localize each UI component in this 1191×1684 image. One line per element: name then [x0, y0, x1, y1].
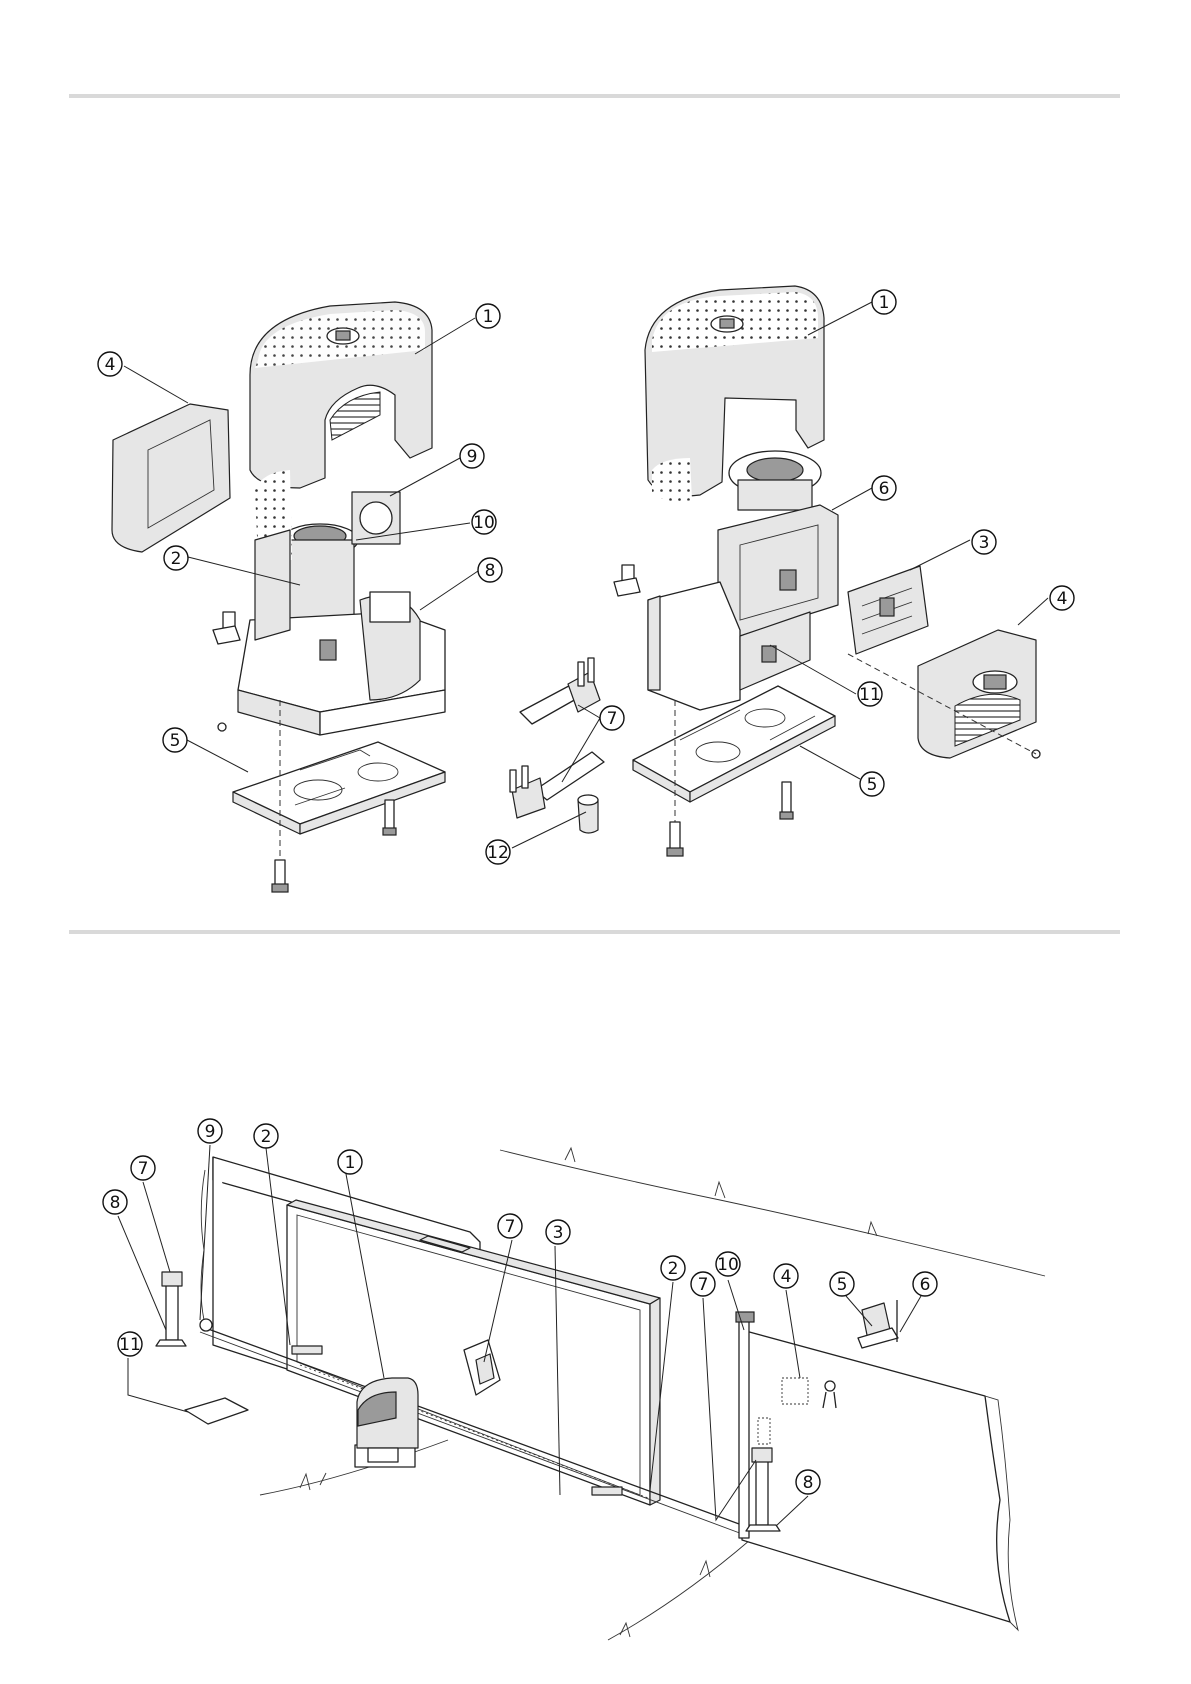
- gate-operator: [355, 1378, 418, 1467]
- svg-text:11: 11: [119, 1335, 141, 1355]
- svg-text:8: 8: [803, 1473, 814, 1493]
- svg-text:3: 3: [553, 1223, 564, 1243]
- svg-text:6: 6: [879, 479, 890, 499]
- callout-inst-2b: 2: [661, 1256, 685, 1280]
- callout-left-8: 8: [478, 558, 502, 582]
- svg-text:12: 12: [487, 843, 509, 863]
- svg-text:10: 10: [717, 1255, 739, 1275]
- svg-text:6: 6: [920, 1275, 931, 1295]
- svg-text:2: 2: [171, 549, 182, 569]
- callout-right-6: 6: [872, 476, 896, 500]
- exploded-view-diagram: 1 4 9 10 2 8 5 7 12 1 6 3 4 11 5: [0, 0, 1191, 930]
- callout-inst-7c: 7: [691, 1272, 715, 1296]
- callout-inst-7a: 7: [131, 1156, 155, 1180]
- svg-text:2: 2: [668, 1259, 679, 1279]
- callout-left-4: 4: [98, 352, 122, 376]
- callout-right-4: 4: [1050, 586, 1074, 610]
- svg-text:7: 7: [607, 709, 618, 729]
- callout-middle-12: 12: [486, 840, 510, 864]
- svg-text:5: 5: [837, 1275, 848, 1295]
- callout-left-1: 1: [476, 304, 500, 328]
- svg-text:7: 7: [505, 1217, 516, 1237]
- svg-text:5: 5: [867, 775, 878, 795]
- callout-inst-8b: 8: [796, 1470, 820, 1494]
- svg-text:2: 2: [261, 1127, 272, 1147]
- right-motor-assembly: [614, 286, 1040, 856]
- callout-right-3: 3: [972, 530, 996, 554]
- svg-text:1: 1: [345, 1153, 356, 1173]
- callout-right-11: 11: [858, 682, 882, 706]
- callout-inst-5: 5: [830, 1272, 854, 1296]
- svg-text:5: 5: [170, 731, 181, 751]
- svg-text:1: 1: [483, 307, 494, 327]
- svg-text:10: 10: [473, 513, 495, 533]
- callout-inst-6: 6: [913, 1272, 937, 1296]
- figure1-callouts: 1 4 9 10 2 8 5 7 12 1 6 3 4 11 5: [98, 290, 1074, 864]
- svg-text:11: 11: [859, 685, 881, 705]
- svg-text:8: 8: [110, 1193, 121, 1213]
- callout-inst-2a: 2: [254, 1124, 278, 1148]
- svg-text:9: 9: [467, 447, 478, 467]
- svg-text:1: 1: [879, 293, 890, 313]
- right-wall: [742, 1330, 1010, 1622]
- svg-text:4: 4: [105, 355, 116, 375]
- svg-text:4: 4: [1057, 589, 1068, 609]
- callout-middle-7: 7: [600, 706, 624, 730]
- svg-text:4: 4: [781, 1267, 792, 1287]
- svg-text:7: 7: [138, 1159, 149, 1179]
- left-motor-assembly: [112, 302, 445, 892]
- left-end-cap: [112, 404, 230, 552]
- callout-inst-8a: 8: [103, 1190, 127, 1214]
- callout-inst-3: 3: [546, 1220, 570, 1244]
- svg-text:3: 3: [979, 533, 990, 553]
- svg-text:9: 9: [205, 1122, 216, 1142]
- limit-switch-brackets: [510, 658, 604, 833]
- callout-inst-7b: 7: [498, 1214, 522, 1238]
- callout-inst-10: 10: [716, 1252, 740, 1276]
- callout-left-2: 2: [164, 546, 188, 570]
- callout-left-9: 9: [460, 444, 484, 468]
- callout-inst-9: 9: [198, 1119, 222, 1143]
- callout-right-5: 5: [860, 772, 884, 796]
- callout-left-10: 10: [472, 510, 496, 534]
- callout-right-1: 1: [872, 290, 896, 314]
- svg-text:7: 7: [698, 1275, 709, 1295]
- callout-left-5: 5: [163, 728, 187, 752]
- right-end-cap: [918, 630, 1036, 758]
- installation-overview-diagram: 9 2 7 1 8 7 3 11 2 10 7 4 5 6 8: [0, 930, 1191, 1684]
- callout-inst-1: 1: [338, 1150, 362, 1174]
- svg-text:8: 8: [485, 561, 496, 581]
- callout-inst-11: 11: [118, 1332, 142, 1356]
- callout-inst-4: 4: [774, 1264, 798, 1288]
